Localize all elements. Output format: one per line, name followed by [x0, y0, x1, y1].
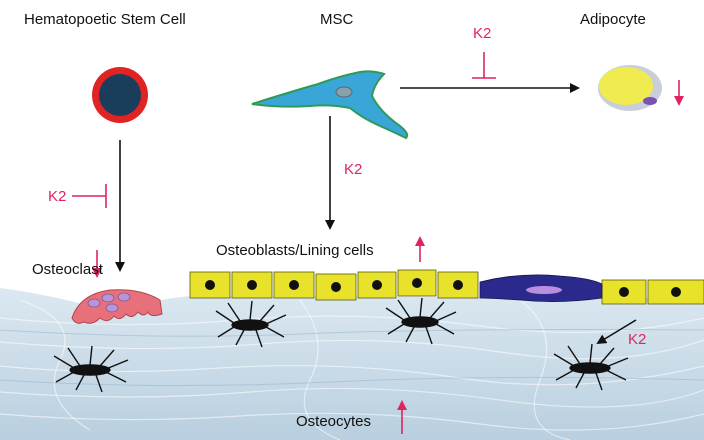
inhibition-marks [72, 52, 496, 208]
hsc-cell [92, 67, 148, 123]
osteocytes-label: Osteocytes [296, 413, 372, 430]
k2-osteocyte-promote-label: K2 [628, 331, 647, 348]
osteoblast-layer [189, 269, 704, 305]
k2-adipo-inhibit-label: K2 [473, 25, 492, 42]
process-arrows [115, 83, 637, 345]
k2-msc-promote-label: K2 [344, 161, 363, 178]
osteoclast-cell [71, 289, 163, 324]
adipocyte-cell [598, 65, 662, 111]
hsc-label: Hematopoetic Stem Cell [24, 11, 186, 28]
osteoclast-label: Osteoclast [32, 261, 103, 278]
k2-hsc-inhibit-label: K2 [48, 188, 67, 205]
msc-label: MSC [320, 11, 354, 28]
osteoblasts-label: Osteoblasts/Lining cells [216, 242, 374, 259]
osteocyte-cells [53, 297, 629, 393]
hsc-inhibit-mark [72, 184, 107, 208]
msc-cell [251, 70, 409, 140]
bone-matrix [0, 288, 704, 440]
adipo-inhibit-mark [472, 52, 496, 79]
k2-to-osteocyte-arrow [596, 319, 637, 345]
adipocyte-label: Adipocyte [580, 11, 646, 28]
trend-arrows [92, 80, 684, 434]
